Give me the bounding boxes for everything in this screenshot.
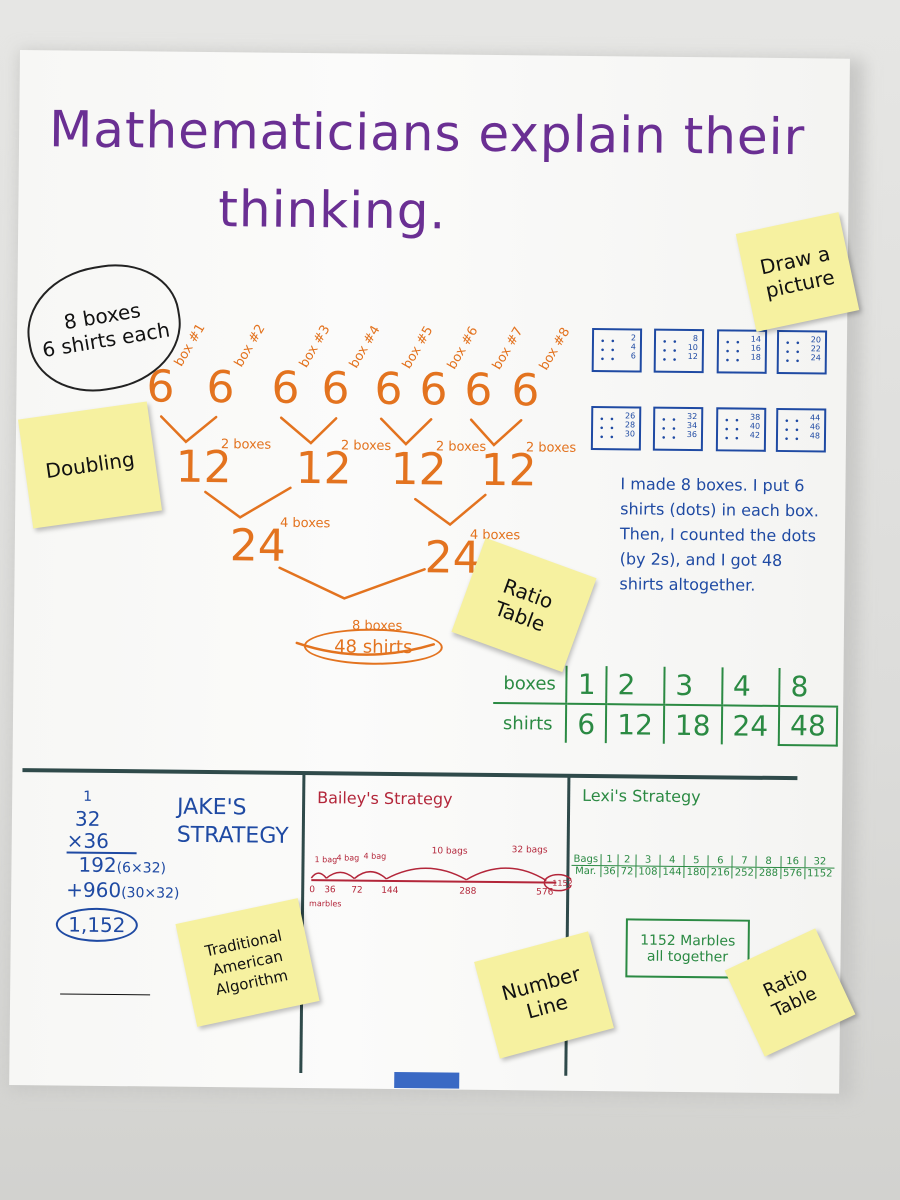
lexi-cell: 8 [756, 855, 781, 868]
lexi-cell: 32 [804, 856, 835, 869]
box-dots: • •• •• • [660, 415, 678, 444]
ratio-cell: 1 [566, 665, 607, 705]
picture-description: I made 8 boxes. I put 6 shirts (dots) in… [619, 474, 819, 595]
ratio-cell: 8 [779, 667, 838, 707]
lexi-total-line1: 1152 Marbles [640, 932, 736, 950]
box-dots: • •• •• • [784, 339, 802, 368]
sticky-doubling: Doubling [17, 401, 163, 529]
lexi-ratio-table: Bags 1 2 3 4 5 6 7 8 16 32 Mar. 36 72 10… [571, 853, 835, 880]
chart-paper: Mathematicians explain their thinking. 8… [9, 50, 850, 1094]
lexi-cell: 3 [636, 854, 661, 867]
tree-branches [159, 415, 523, 656]
ratio-cell: 12 [606, 704, 665, 744]
lexi-cell: 4 [660, 854, 685, 867]
tree-level2-label: 2 boxes [435, 439, 487, 455]
tree-level2-label: 2 boxes [525, 440, 577, 456]
ratio-cell: 24 [721, 705, 780, 745]
lexi-cell: 180 [684, 866, 709, 879]
ratio-row-boxes: boxes 1 2 3 4 8 [493, 664, 838, 707]
jump-label: 10 bags [431, 846, 468, 857]
lexi-cell: 16 [780, 856, 805, 868]
lexi-cell: 7 [732, 855, 757, 868]
marbles-label: marbles [309, 899, 342, 909]
ratio-cell: 18 [663, 704, 722, 745]
tree-level3-label: 4 boxes [279, 515, 331, 532]
lexi-cell: 1152 [804, 867, 835, 880]
jake-strategy-title: JAKE'S STRATEGY [176, 794, 289, 849]
lexi-cell: 144 [659, 866, 685, 878]
lexi-total-line2: all together [646, 948, 729, 965]
lexi-cell: 72 [618, 865, 637, 878]
lexi-cell: 36 [600, 865, 619, 878]
number-mark: 1152 [552, 878, 573, 888]
ratio-cell: 2 [606, 666, 665, 705]
jake-answer: 1,152 [55, 907, 139, 943]
jake-algorithm: 1 32 ×36 192(6×32) +960(30×32) 1,152 [55, 785, 181, 943]
ratio-cell: 3 [664, 666, 723, 706]
lexi-cell: 1 [600, 854, 619, 866]
blue-tape [394, 1071, 460, 1089]
lexi-cell: 216 [708, 866, 733, 879]
lexi-cell: 5 [684, 855, 709, 867]
lexi-cell: 108 [635, 865, 661, 878]
ratio-cell: 48 [778, 705, 837, 746]
tree-level2-label: 2 boxes [340, 438, 392, 454]
number-mark: 0 [309, 885, 316, 896]
box-dots: • •• •• • [783, 417, 801, 446]
lexi-row-label: Mar. [575, 865, 597, 878]
number-mark: 288 [459, 886, 477, 897]
doubling-tree: 6 6 6 6 6 6 6 6 box #1 box #2 box #3 box… [20, 50, 850, 666]
bailey-number-line [310, 867, 572, 892]
tree-level3: 24 [229, 520, 287, 572]
lexi-cell: 6 [708, 855, 733, 868]
ratio-row-shirts: shirts 6 12 18 24 48 [493, 703, 837, 746]
box-dots: • •• •• • [724, 338, 742, 367]
lexi-row-label: Bags [571, 853, 601, 866]
ratio-cell: 6 [566, 703, 607, 744]
lexi-strategy-title: Lexi's Strategy [582, 785, 701, 807]
lexi-cell: 576 [780, 867, 805, 880]
lexi-cell: 252 [732, 867, 757, 879]
ratio-cell: 4 [721, 667, 780, 706]
ratio-row-label: shirts [502, 712, 553, 735]
tree-level2-label: 2 boxes [220, 437, 272, 453]
ratio-row-label: boxes [493, 664, 568, 704]
number-mark: 144 [381, 885, 399, 897]
sticky-draw-picture: Draw a picture [735, 212, 860, 332]
number-mark: 72 [351, 885, 363, 896]
lexi-cell: 2 [618, 854, 637, 866]
jump-label: 1 bag [314, 855, 338, 865]
box-dots: • •• •• • [599, 337, 617, 366]
number-mark: 36 [324, 885, 336, 896]
box-dots: • •• •• • [723, 416, 741, 445]
lexi-cell: 288 [756, 867, 781, 880]
number-mark: 576 [536, 887, 554, 898]
jump-label: 32 bags [511, 845, 548, 856]
box-dots: • •• •• • [598, 415, 616, 444]
box-dots: • •• •• • [661, 337, 679, 366]
bailey-strategy-title: Bailey's Strategy [317, 788, 453, 809]
jump-label: 4 bag [336, 853, 360, 863]
ratio-table: boxes 1 2 3 4 8 shirts 6 12 18 24 48 [493, 664, 839, 747]
jump-label: 4 bag [363, 851, 387, 861]
